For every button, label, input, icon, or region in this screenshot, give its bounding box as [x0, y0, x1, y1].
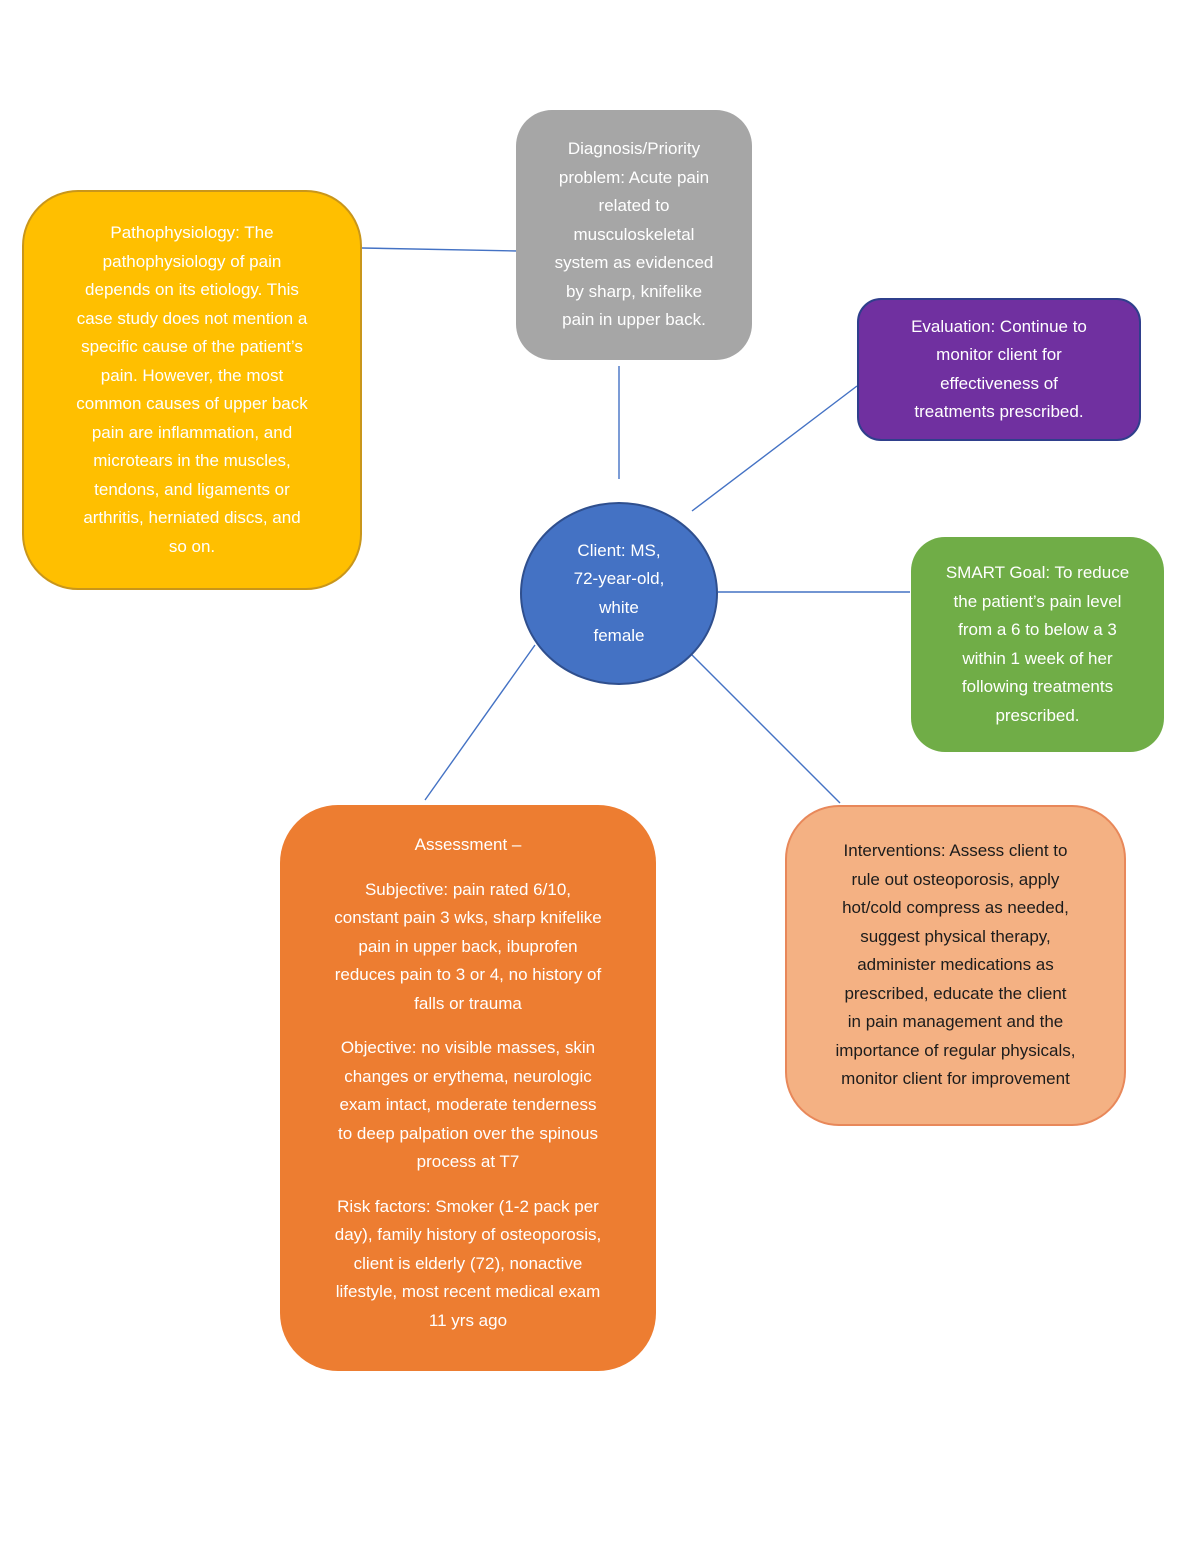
interventions-text: Interventions: Assess client to rule out …: [835, 837, 1075, 1094]
assessment-box: Assessment – Subjective: pain rated 6/10…: [280, 805, 656, 1371]
text-line: Risk factors: Smoker (1-2 pack per: [337, 1196, 599, 1216]
text-line: client is elderly (72), nonactive: [353, 1253, 583, 1273]
text-line: by sharp, knifelike: [565, 281, 703, 301]
text-line: changes or erythema, neurologic: [344, 1066, 592, 1086]
text-line: monitor client for improvement: [841, 1069, 1070, 1089]
text-line: Objective: no visible masses, skin: [340, 1038, 596, 1057]
text-line: monitor client for: [936, 345, 1062, 364]
text-line: prescribed, educate the client: [844, 983, 1067, 1003]
text-line: following treatments: [961, 677, 1114, 696]
text-line: common causes of upper back: [76, 394, 308, 413]
text-line: importance of regular physicals,: [835, 1040, 1076, 1060]
diagnosis-text: Diagnosis/Priority problem: Acute pain rel…: [555, 135, 714, 335]
text-line: Diagnosis/Priority: [567, 139, 701, 159]
connector-client-assessment: [424, 644, 536, 801]
smart-goal-text: SMART Goal: To reduce the patient’s pain …: [946, 559, 1129, 730]
text-line: musculoskeletal: [573, 224, 695, 244]
text-line: so on.: [168, 536, 216, 556]
text-line: white: [599, 597, 639, 617]
text-line: Subjective: pain rated 6/10,: [364, 879, 571, 899]
pathophysiology-box: Pathophysiology: The pathophysiology of p…: [22, 190, 362, 590]
text-line: within 1 week of her: [962, 648, 1113, 668]
text-line: pain. However, the most: [100, 365, 284, 385]
text-line: prescribed.: [995, 705, 1080, 725]
interventions-box: Interventions: Assess client to rule out …: [785, 805, 1126, 1126]
text-line: from a 6 to below a 3: [958, 620, 1117, 639]
text-line: pain in upper back.: [562, 310, 706, 330]
text-line: tendons, and ligaments or: [94, 479, 290, 499]
client-text: Client: MS, 72-year-old, white female: [574, 537, 665, 651]
text-line: pain in upper back, ibuprofen: [358, 936, 578, 956]
text-line: 11 yrs ago: [428, 1310, 508, 1330]
text-line: pain are inflammation, and: [91, 422, 293, 442]
text-line: the patient’s pain level: [953, 591, 1122, 611]
text-line: depends on its etiology. This: [85, 280, 299, 299]
text-line: female: [593, 626, 645, 645]
text-line: case study does not mention a: [76, 308, 308, 328]
text-line: arthritis, herniated discs, and: [83, 508, 301, 527]
text-line: suggest physical therapy,: [860, 926, 1051, 946]
smart-goal-box: SMART Goal: To reduce the patient’s pain …: [911, 537, 1164, 752]
text-line: day), family history of osteoporosis,: [334, 1225, 602, 1244]
connector-pathophysiology-diagnosis: [361, 247, 519, 252]
assessment-risk-factors: Risk factors: Smoker (1-2 pack per day), …: [335, 1193, 601, 1336]
pathophysiology-text: Pathophysiology: The pathophysiology of p…: [76, 219, 308, 561]
text-line: process at T7: [416, 1152, 520, 1171]
text-line: constant pain 3 wks, sharp knifelike: [334, 908, 602, 927]
text-line: administer medications as: [857, 955, 1054, 975]
text-line: SMART Goal: To reduce: [945, 563, 1130, 582]
text-line: Pathophysiology: The: [110, 223, 274, 242]
text-line: Interventions: Assess client to: [843, 841, 1068, 861]
text-line: problem: Acute pain: [558, 167, 710, 187]
text-line: pathophysiology of pain: [102, 251, 282, 271]
text-line: hot/cold compress as needed,: [842, 898, 1069, 918]
text-line: lifestyle, most recent medical exam: [335, 1282, 601, 1301]
text-line: 72-year-old,: [573, 569, 665, 588]
text-line: system as evidenced: [554, 253, 714, 273]
assessment-subjective: Subjective: pain rated 6/10, constant pai…: [334, 876, 601, 1019]
client-circle: Client: MS, 72-year-old, white female: [520, 502, 718, 685]
text-line: Client: MS,: [577, 540, 661, 560]
text-line: falls or trauma: [414, 993, 522, 1013]
text-line: rule out osteoporosis, apply: [851, 869, 1060, 889]
diagnosis-box: Diagnosis/Priority problem: Acute pain rel…: [516, 110, 752, 360]
evaluation-box: Evaluation: Continue to monitor client fo…: [857, 298, 1141, 441]
assessment-objective: Objective: no visible masses, skin change…: [338, 1034, 598, 1177]
assessment-heading: Assessment –: [414, 835, 522, 854]
text-line: related to: [598, 196, 670, 216]
text-line: exam intact, moderate tenderness: [339, 1095, 597, 1114]
text-line: in pain management and the: [847, 1012, 1064, 1032]
text-line: reduces pain to 3 or 4, no history of: [334, 965, 602, 984]
text-line: effectiveness of: [940, 373, 1058, 393]
text-line: treatments prescribed.: [914, 402, 1084, 421]
connector-client-interventions: [691, 654, 841, 804]
text-line: to deep palpation over the spinous: [338, 1123, 598, 1143]
connector-client-evaluation: [691, 385, 858, 512]
evaluation-text: Evaluation: Continue to monitor client fo…: [911, 313, 1087, 427]
text-line: Evaluation: Continue to: [911, 316, 1087, 336]
text-line: microtears in the muscles,: [93, 451, 291, 470]
text-line: specific cause of the patient’s: [81, 337, 303, 356]
